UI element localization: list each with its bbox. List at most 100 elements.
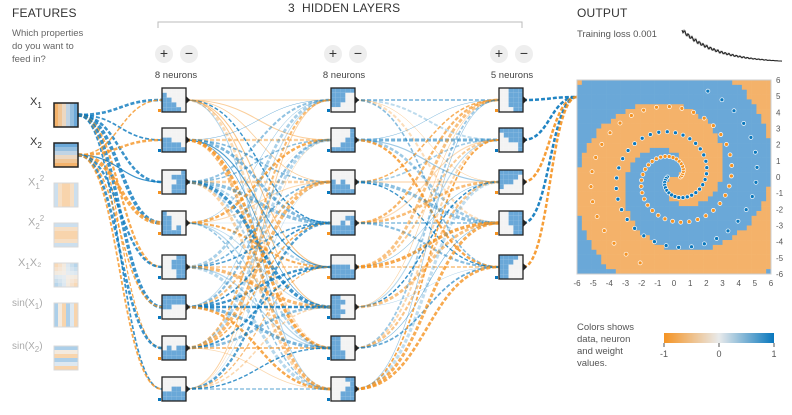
neuron-l1-n6[interactable] bbox=[158, 294, 190, 320]
weight-link[interactable] bbox=[77, 114, 163, 141]
layer-3-add-neuron-button[interactable]: + bbox=[490, 45, 508, 63]
weight-link[interactable] bbox=[354, 139, 500, 224]
weight-link[interactable] bbox=[354, 181, 500, 268]
weight-link[interactable] bbox=[185, 347, 332, 390]
weight-link[interactable] bbox=[185, 265, 332, 309]
neuron-l3-n1[interactable] bbox=[495, 87, 527, 113]
weight-link[interactable] bbox=[77, 153, 163, 269]
weight-link[interactable] bbox=[185, 139, 332, 268]
neuron-l2-n6[interactable] bbox=[327, 294, 359, 320]
neuron-l2-n8[interactable] bbox=[327, 376, 359, 402]
feature-node-x1x2[interactable] bbox=[53, 262, 79, 288]
layer-2-add-neuron-button[interactable]: + bbox=[324, 45, 342, 63]
weight-link[interactable] bbox=[354, 98, 500, 269]
neuron-l1-n1[interactable] bbox=[158, 87, 190, 113]
weight-link[interactable] bbox=[354, 138, 500, 269]
layer-3-remove-neuron-button[interactable]: − bbox=[515, 45, 533, 63]
neuron-l2-n2[interactable] bbox=[327, 127, 359, 153]
weight-link[interactable] bbox=[354, 139, 500, 268]
weight-link[interactable] bbox=[185, 99, 332, 183]
neuron-l3-n4[interactable] bbox=[495, 210, 527, 236]
neuron-l1-n4[interactable] bbox=[158, 210, 190, 236]
feature-node-sin1[interactable] bbox=[53, 302, 79, 328]
weight-link[interactable] bbox=[185, 99, 332, 224]
neuron-l3-n2[interactable] bbox=[495, 127, 527, 153]
weight-link[interactable] bbox=[522, 95, 578, 142]
weight-link[interactable] bbox=[354, 99, 500, 308]
neuron-l3-n5[interactable] bbox=[495, 254, 527, 280]
weight-link[interactable] bbox=[185, 266, 332, 390]
weight-link[interactable] bbox=[185, 222, 332, 349]
weight-link[interactable] bbox=[77, 98, 163, 117]
weight-link[interactable] bbox=[354, 99, 500, 390]
weight-link[interactable] bbox=[522, 95, 578, 269]
neuron-l1-n7[interactable] bbox=[158, 335, 190, 361]
weight-link[interactable] bbox=[185, 139, 332, 268]
layer-1-add-neuron-button[interactable]: + bbox=[155, 45, 173, 63]
weight-link[interactable] bbox=[185, 138, 332, 350]
weight-link[interactable] bbox=[77, 113, 163, 269]
layer-2-remove-neuron-button[interactable]: − bbox=[349, 45, 367, 63]
weight-link[interactable] bbox=[354, 265, 500, 391]
weight-link[interactable] bbox=[185, 99, 332, 224]
weight-link[interactable] bbox=[185, 98, 332, 184]
weight-link[interactable] bbox=[185, 99, 332, 268]
neuron-l2-n3[interactable] bbox=[327, 169, 359, 195]
weight-link[interactable] bbox=[77, 154, 163, 183]
weight-link[interactable] bbox=[185, 181, 332, 224]
weight-link[interactable] bbox=[354, 266, 500, 308]
weight-link[interactable] bbox=[185, 347, 332, 390]
weight-link[interactable] bbox=[354, 139, 500, 349]
weight-link[interactable] bbox=[354, 99, 500, 183]
weight-link[interactable] bbox=[354, 181, 500, 308]
weight-link[interactable] bbox=[354, 221, 500, 391]
weight-link[interactable] bbox=[185, 305, 332, 350]
weight-link[interactable] bbox=[185, 181, 332, 390]
weight-link[interactable] bbox=[185, 99, 332, 141]
weight-link[interactable] bbox=[185, 99, 332, 390]
feature-node-x2[interactable] bbox=[53, 142, 79, 168]
weight-link[interactable] bbox=[77, 154, 163, 308]
weight-link[interactable] bbox=[185, 139, 332, 390]
weight-link[interactable] bbox=[354, 99, 500, 349]
neuron-l1-n8[interactable] bbox=[158, 376, 190, 402]
neuron-l1-n5[interactable] bbox=[158, 254, 190, 280]
feature-node-x2sq[interactable] bbox=[53, 222, 79, 248]
weight-link[interactable] bbox=[354, 139, 500, 390]
weight-link[interactable] bbox=[185, 98, 332, 350]
weight-link[interactable] bbox=[354, 139, 500, 183]
weight-link[interactable] bbox=[185, 98, 332, 269]
weight-link[interactable] bbox=[354, 98, 500, 225]
weight-link[interactable] bbox=[354, 139, 500, 183]
neuron-l2-n5[interactable] bbox=[327, 254, 359, 280]
neuron-l1-n2[interactable] bbox=[158, 127, 190, 153]
weight-link[interactable] bbox=[185, 221, 332, 391]
weight-link[interactable] bbox=[185, 305, 332, 350]
weight-link[interactable] bbox=[354, 138, 500, 225]
weight-link[interactable] bbox=[185, 99, 332, 308]
feature-node-sin2[interactable] bbox=[53, 345, 79, 371]
neuron-l3-n3[interactable] bbox=[495, 169, 527, 195]
weight-link[interactable] bbox=[185, 265, 332, 309]
neuron-l2-n7[interactable] bbox=[327, 335, 359, 361]
weight-link[interactable] bbox=[185, 180, 332, 309]
weight-link[interactable] bbox=[354, 181, 500, 268]
neuron-l1-n3[interactable] bbox=[158, 169, 190, 195]
neuron-l2-n1[interactable] bbox=[327, 87, 359, 113]
feature-node-x1[interactable] bbox=[53, 102, 79, 128]
weight-link[interactable] bbox=[77, 153, 163, 350]
weight-link[interactable] bbox=[185, 306, 332, 390]
weight-link[interactable] bbox=[354, 99, 500, 141]
weight-link[interactable] bbox=[185, 180, 332, 309]
neuron-l2-n4[interactable] bbox=[327, 210, 359, 236]
weight-link[interactable] bbox=[77, 99, 163, 156]
weight-link[interactable] bbox=[522, 95, 578, 225]
weight-link[interactable] bbox=[77, 154, 163, 390]
weight-link[interactable] bbox=[77, 138, 163, 157]
feature-node-x1sq[interactable] bbox=[53, 182, 79, 208]
weight-link[interactable] bbox=[354, 180, 500, 225]
weight-link[interactable] bbox=[354, 180, 500, 391]
weight-link[interactable] bbox=[354, 139, 500, 308]
weight-link[interactable] bbox=[185, 180, 332, 225]
weight-link[interactable] bbox=[185, 138, 332, 225]
